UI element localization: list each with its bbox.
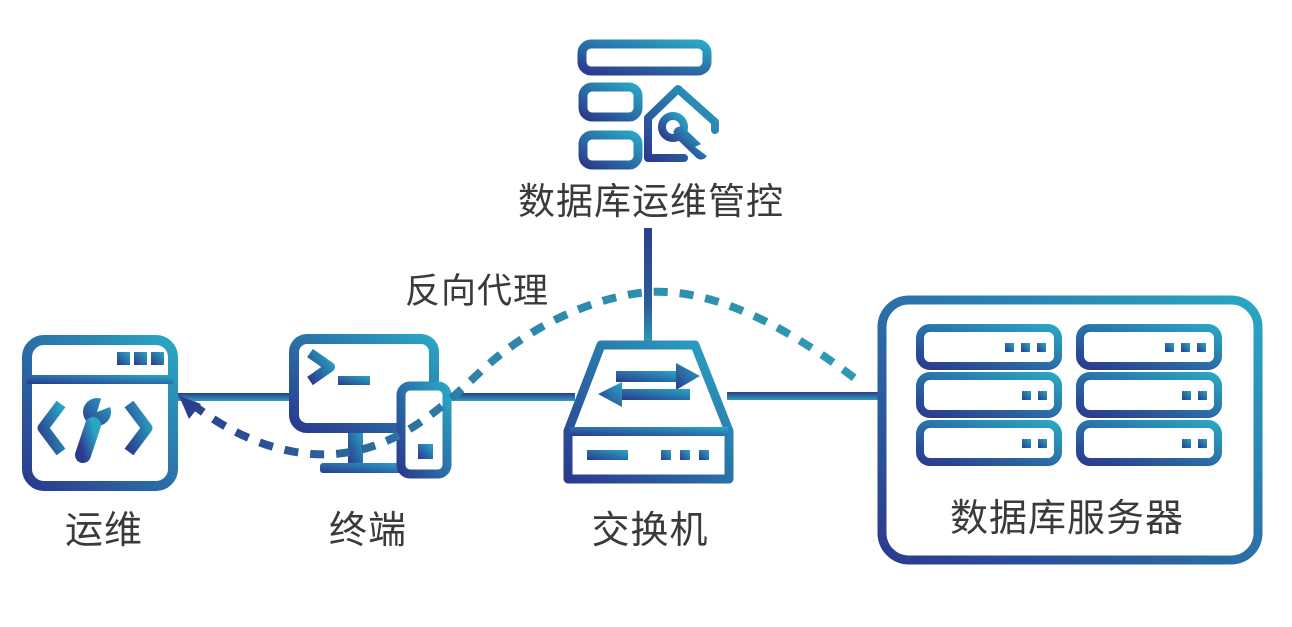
server-group-border [877, 295, 1263, 565]
server-icon [1076, 372, 1222, 418]
server-icon [916, 372, 1062, 418]
network-switch-icon [563, 340, 734, 484]
db-maintenance-icon [577, 39, 719, 170]
node-label-management: 数据库运维管控 [518, 181, 784, 222]
edge-switch-servers [727, 392, 879, 400]
edge-management-switch [644, 228, 652, 347]
server-icon [1076, 324, 1222, 370]
server-icon [916, 420, 1062, 466]
ops-browser-wrench-icon [22, 335, 178, 491]
edge-label-reverse-proxy: 反向代理 [404, 272, 550, 311]
server-rack-panel-icon [877, 295, 1263, 565]
edge-ops-terminal [176, 393, 293, 401]
reverse-proxy-arrowhead-icon [179, 396, 201, 419]
reverse-proxy-dashed-curve [189, 287, 864, 459]
server-icon [1076, 420, 1222, 466]
node-label-db-servers: 数据库服务器 [949, 498, 1185, 540]
node-label-switch: 交换机 [591, 510, 709, 552]
node-label-ops: 运维 [64, 510, 144, 552]
server-icon [916, 324, 1062, 370]
node-label-terminal: 终端 [328, 510, 408, 552]
edge-terminal-switch [449, 393, 575, 401]
